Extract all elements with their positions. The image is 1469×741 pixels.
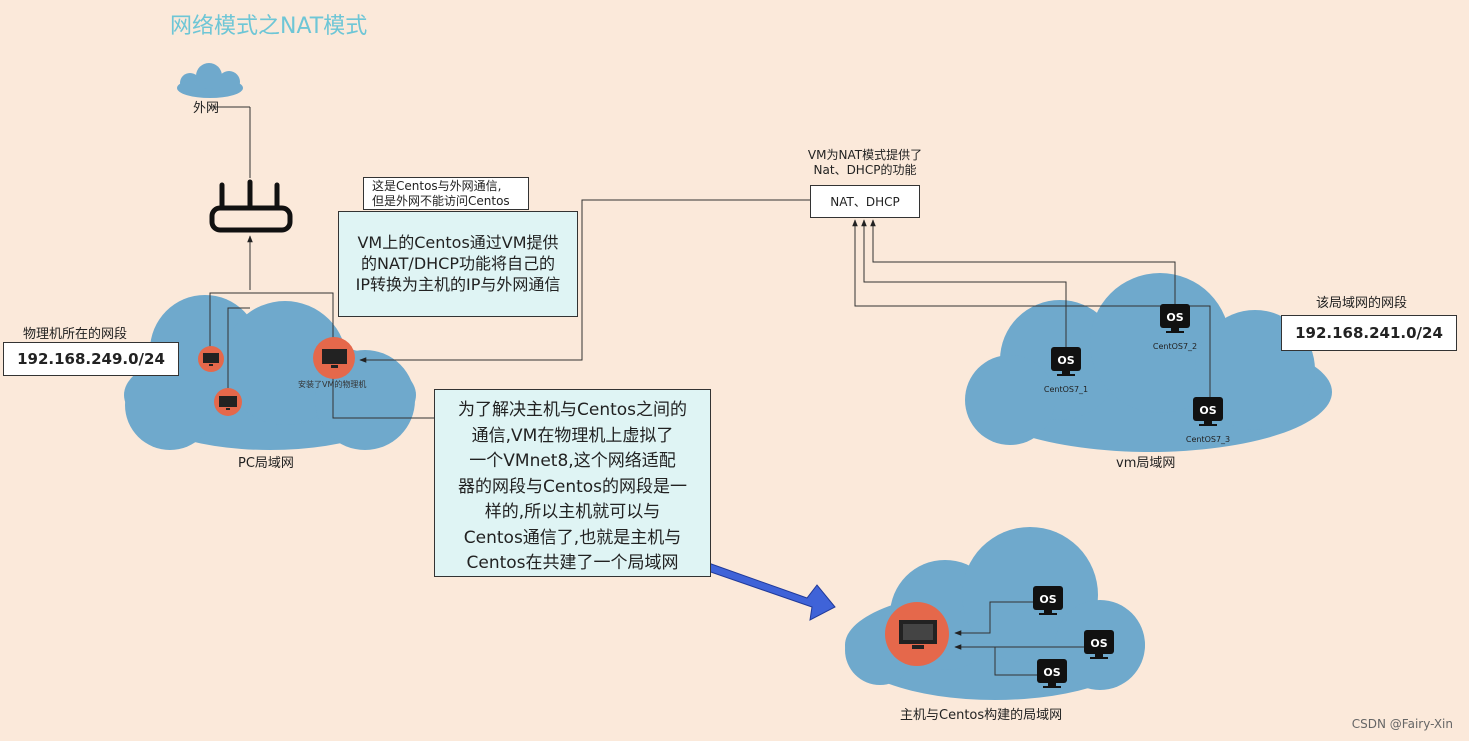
page-title: 网络模式之NAT模式 (170, 14, 368, 39)
router-icon (209, 179, 293, 233)
vm-lan-label: vm局域网 (1116, 456, 1176, 471)
vm-lan-cloud (965, 273, 1332, 452)
shared-os-1-icon[interactable]: OS (1033, 586, 1063, 615)
internet-label: 外网 (193, 101, 220, 116)
watermark: CSDN @Fairy-Xin (1351, 717, 1453, 731)
shared-lan-label: 主机与Centos构建的局域网 (900, 708, 1063, 723)
os-badge-text: OS (1057, 354, 1074, 367)
os-badge-text: OS (1166, 311, 1183, 324)
vm-segment-label: 该局域网的网段 (1316, 296, 1408, 311)
os-badge-text: OS (1199, 404, 1216, 417)
shared-host-icon[interactable] (885, 602, 949, 666)
centos-nat-note: VM上的Centos通过VM提供 的NAT/DHCP功能将自己的 IP转换为主机… (338, 211, 578, 317)
centos7-2-icon[interactable]: OS CentOS7_2 (1153, 304, 1197, 351)
shared-os-3-icon[interactable]: OS (1037, 659, 1067, 688)
os-badge-text: OS (1043, 666, 1060, 679)
pc-host-1-icon (198, 346, 224, 372)
nat-caption: VM为NAT模式提供了 Nat、DHCP的功能 (807, 148, 923, 177)
pc-lan-cloud (124, 295, 416, 450)
centos7-1-icon[interactable]: OS CentOS7_1 (1044, 347, 1088, 394)
vm-segment-ip: 192.168.241.0/24 (1281, 315, 1457, 351)
nat-dhcp-box[interactable]: NAT、DHCP (810, 185, 920, 218)
internet-cloud-icon (177, 63, 243, 98)
os-badge-text: OS (1090, 637, 1107, 650)
os-badge-text: OS (1039, 593, 1056, 606)
vm-host-icon[interactable] (313, 337, 355, 379)
vm-name-label: CentOS7_1 (1044, 385, 1088, 394)
centos7-3-icon[interactable]: OS CentOS7_3 (1186, 397, 1230, 444)
pc-lan-label: PC局域网 (238, 456, 294, 471)
pc-segment-ip: 192.168.249.0/24 (3, 342, 179, 376)
outbound-note: 这是Centos与外网通信, 但是外网不能访问Centos (363, 177, 529, 210)
shared-os-2-icon[interactable]: OS (1084, 630, 1114, 659)
vmnet8-note: 为了解决主机与Centos之间的 通信,VM在物理机上虚拟了 一个VMnet8,… (434, 389, 711, 577)
vm-name-label: CentOS7_2 (1153, 342, 1197, 351)
vm-name-label: CentOS7_3 (1186, 435, 1230, 444)
host-label: 安装了VM的物理机 (298, 380, 367, 389)
pointer-arrow (688, 559, 836, 621)
pc-host-2-icon (214, 388, 242, 416)
pc-segment-label: 物理机所在的网段 (23, 327, 128, 342)
